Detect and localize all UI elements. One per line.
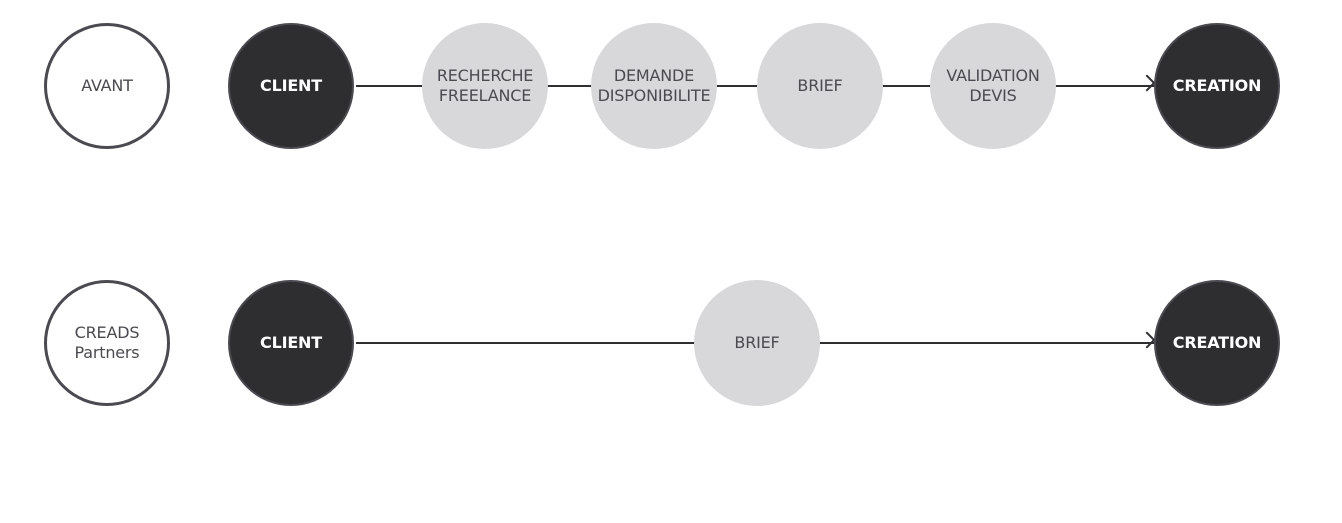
step-client: CLIENT — [228, 280, 354, 406]
row-label-creads-partners: CREADS Partners — [44, 280, 170, 406]
step-label-line: BRIEF — [797, 76, 843, 95]
step-label-line: VALIDATION — [946, 66, 1040, 85]
step-label-line: CLIENT — [260, 333, 322, 352]
step-label-line: DISPONIBILITE — [597, 86, 711, 105]
step-creation: CREATION — [1154, 280, 1280, 406]
step-label-line: FREELANCE — [438, 86, 532, 105]
step-brief: BRIEF — [757, 23, 883, 149]
arrow-right-icon — [1138, 74, 1156, 92]
step-label-line: CREATION — [1172, 76, 1262, 95]
row-label-avant: AVANT — [44, 23, 170, 149]
step-client: CLIENT — [228, 23, 354, 149]
step-demande-disponibilite: DEMANDE DISPONIBILITE — [591, 23, 717, 149]
process-row-creads-partners: CREADS Partners CLIENT BRIEF CREATION — [0, 278, 1342, 408]
step-recherche-freelance: RECHERCHE FREELANCE — [422, 23, 548, 149]
step-creation: CREATION — [1154, 23, 1280, 149]
step-label-line: CLIENT — [260, 76, 322, 95]
row-label-line: AVANT — [81, 76, 133, 95]
step-brief: BRIEF — [694, 280, 820, 406]
step-label-line: DEVIS — [969, 86, 1017, 105]
arrow-right-icon — [1138, 331, 1156, 349]
step-label-line: DEMANDE — [613, 66, 695, 85]
row-label-line: Partners — [74, 343, 140, 362]
step-label-line: CREATION — [1172, 333, 1262, 352]
process-row-avant: AVANT CLIENT RECHERCHE FREELANCE DEMANDE… — [0, 21, 1342, 151]
process-connector-line — [356, 85, 1154, 87]
step-label-line: BRIEF — [734, 333, 780, 352]
step-validation-devis: VALIDATION DEVIS — [930, 23, 1056, 149]
step-label-line: RECHERCHE — [436, 66, 534, 85]
row-label-line: CREADS — [74, 323, 140, 342]
